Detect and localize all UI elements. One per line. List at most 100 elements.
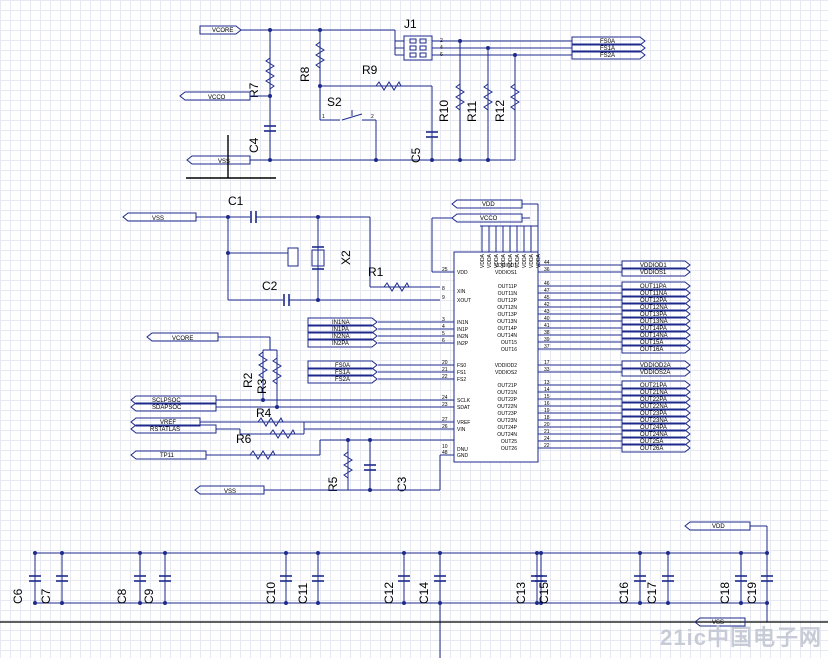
ic-pin-number: 10 <box>442 444 448 450</box>
ic-pin-name: OUT12P <box>498 298 518 304</box>
j1-pin-2 <box>419 38 427 44</box>
label-c17: C17 <box>645 582 659 604</box>
net-tag-vcco-mid <box>451 213 523 223</box>
junction-c3-vss <box>368 488 372 492</box>
net-tag-output <box>621 267 691 277</box>
net-tag-vss-top <box>186 155 251 165</box>
net-tag-in2pa <box>307 338 378 348</box>
junction-decap-bottom <box>539 601 543 605</box>
net-label-in2na: IN2NA <box>332 334 350 340</box>
label-c8: C8 <box>115 588 129 604</box>
label-r9: R9 <box>362 63 378 77</box>
junction-sdat <box>275 405 279 409</box>
label-j1: J1 <box>404 17 417 31</box>
ic-pin-name-top: VDDA <box>529 253 535 268</box>
net-label-fs0a-mid: FS0A <box>335 363 350 369</box>
label-r2: R2 <box>241 372 255 388</box>
net-label-output: OUT16A <box>640 347 663 353</box>
ic-pin-number: 43 <box>544 309 550 315</box>
net-tag-output <box>621 344 691 354</box>
junction-decap-top <box>163 551 167 555</box>
junction-decap-bottom <box>284 601 288 605</box>
watermark: 21ic中国电子网 <box>660 625 822 650</box>
label-c2: C2 <box>262 279 278 293</box>
ic-pin-number: 3 <box>442 317 445 323</box>
junction-decap-bottom <box>60 601 64 605</box>
ic-top-stubs <box>481 226 539 252</box>
ic-pin-number: 21 <box>442 367 448 373</box>
net-label-output: OUT11NA <box>640 291 667 297</box>
ic-pin-name: XOUT <box>457 298 471 304</box>
ic-pin-name: VREF <box>457 420 470 426</box>
ic-pin-name: OUT14N <box>497 333 517 339</box>
junction-x2-gnd <box>226 251 230 255</box>
ic-pin-number: 17 <box>544 360 550 366</box>
net-label-output: VDDIOS1 <box>640 270 667 276</box>
ic-pin-number: 24 <box>442 395 448 401</box>
net-tag-tp11 <box>130 450 207 460</box>
resistor-r3 <box>272 357 282 385</box>
ic-pin-number: 22 <box>442 374 448 380</box>
net-tag-vcore-mid <box>146 332 219 342</box>
resistor-r7 <box>265 57 275 90</box>
junction-s2-vss <box>374 158 378 162</box>
ic-pin-name: OUT23P <box>498 411 518 417</box>
net-label-in1pa: IN1PA <box>332 327 349 333</box>
ic-pin-number: 13 <box>544 380 550 386</box>
label-c3: C3 <box>395 476 409 492</box>
net-tag-vss-bottom <box>194 485 265 495</box>
net-tag-vdd-mid <box>451 199 523 209</box>
label-r3: R3 <box>255 378 269 394</box>
net-label-sclpsoc: SCLPSOC <box>152 398 181 404</box>
junction-sclk <box>261 398 265 402</box>
net-label-output: OUT21PA <box>640 383 667 389</box>
ic-pin-number: 19 <box>544 408 550 414</box>
ic-pin-name: OUT15 <box>501 340 517 346</box>
junction-decap-top <box>739 551 743 555</box>
ic-pin-name: OUT24N <box>497 432 517 438</box>
ic-pin-number: 39 <box>544 337 550 343</box>
resistor-r8 <box>315 41 325 69</box>
junction-decap-top <box>33 551 37 555</box>
resistor-tp11 <box>249 449 276 460</box>
junction-decap-bottom <box>402 601 406 605</box>
net-label-output: OUT23PA <box>640 411 667 417</box>
net-label-output: OUT13NA <box>640 319 668 325</box>
pin-j1-2: 2 <box>440 38 443 44</box>
net-label-output: OUT26A <box>640 446 663 452</box>
ic-pin-name: DNU <box>457 447 468 453</box>
ic-pin-number: 15 <box>544 394 550 400</box>
net-label-fs2a-mid: FS2A <box>335 377 350 383</box>
j1-pin-5 <box>409 52 417 58</box>
net-tag-sdapsoc <box>130 402 217 412</box>
ic-pin-number: 33 <box>544 367 550 373</box>
junction-decap-top <box>402 551 406 555</box>
net-label-in2pa: IN2PA <box>332 341 349 347</box>
ic-pin-number: 41 <box>544 323 550 329</box>
ic-pin-name: IN1N <box>457 320 469 326</box>
net-label-vdd-bottom: VDD <box>712 524 725 530</box>
junction-r10 <box>458 39 462 43</box>
ic-pin-name: OUT16 <box>501 347 517 353</box>
ic-pin-name: VDDIOS1 <box>495 270 517 276</box>
net-label-rstatlas: RSTATLAS <box>150 427 180 433</box>
j1-pin-4 <box>419 45 427 51</box>
net-label-vss-top: VSS <box>218 159 230 165</box>
label-c16: C16 <box>617 582 631 604</box>
ic-pin-number: 16 <box>544 401 550 407</box>
junction-r10-vss <box>458 158 462 162</box>
label-c11: C11 <box>296 583 310 604</box>
junction-decap-bottom <box>535 601 539 605</box>
ic-pin-number: 25 <box>442 267 448 273</box>
connector-j1 <box>403 35 433 61</box>
ic-pin-name: FS2 <box>457 377 466 383</box>
ic-pin-name: OUT12N <box>497 305 517 311</box>
net-label-output: VDDIOD2A <box>640 363 671 369</box>
label-c7: C7 <box>39 588 53 604</box>
ic-pin-name: VDD <box>457 270 468 276</box>
ic-pin-name: FS1 <box>457 370 466 376</box>
net-tag-vcore-top <box>199 25 242 35</box>
label-c15: C15 <box>537 582 551 604</box>
ic-pin-number: 27 <box>442 417 448 423</box>
